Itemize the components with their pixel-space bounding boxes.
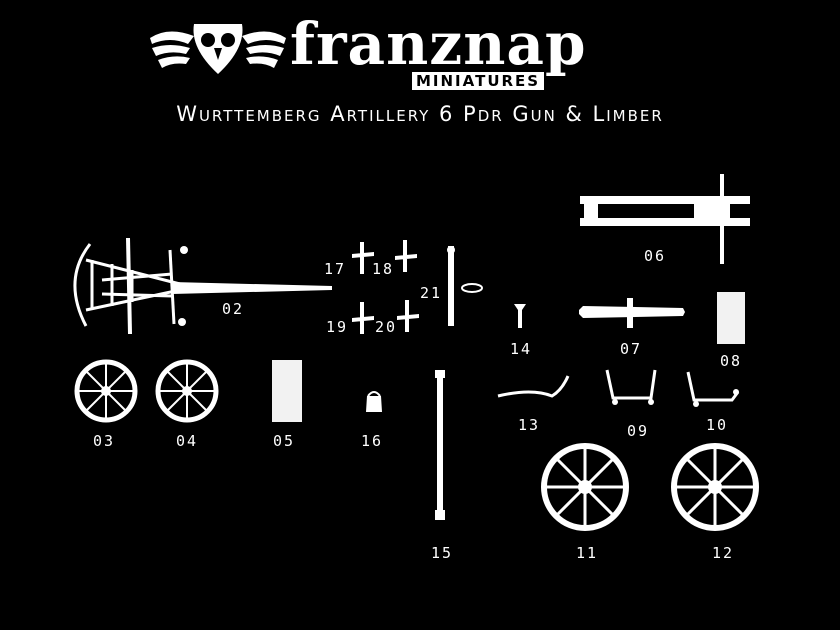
part-12-wheel	[671, 443, 759, 531]
part-07-barrel	[579, 298, 685, 328]
label-06: 06	[644, 247, 667, 265]
label-08: 08	[720, 352, 743, 370]
label-10: 10	[706, 416, 729, 434]
owl-wings-icon	[150, 24, 286, 74]
label-07: 07	[620, 340, 643, 358]
part-02-carriage	[73, 237, 332, 335]
part-21	[447, 246, 483, 326]
label-09: 09	[627, 422, 650, 440]
part-20	[397, 300, 419, 332]
part-19	[352, 302, 374, 334]
label-13: 13	[518, 416, 541, 434]
label-20: 20	[375, 318, 398, 336]
label-11: 11	[576, 544, 599, 562]
label-16: 16	[361, 432, 384, 450]
part-13	[497, 375, 570, 398]
part-14	[514, 304, 526, 328]
part-15-pole	[435, 370, 445, 520]
label-04: 04	[176, 432, 199, 450]
part-11-wheel	[541, 443, 629, 531]
label-17: 17	[324, 260, 347, 278]
label-18: 18	[372, 260, 395, 278]
part-05-panel	[272, 360, 302, 422]
label-14: 14	[510, 340, 533, 358]
part-03-wheel	[74, 359, 138, 423]
part-18	[395, 240, 417, 272]
part-17	[352, 242, 374, 274]
label-03: 03	[93, 432, 116, 450]
part-10	[686, 371, 740, 407]
label-15: 15	[431, 544, 454, 562]
part-16-bucket	[366, 391, 382, 412]
label-12: 12	[712, 544, 735, 562]
part-08-panel	[717, 292, 745, 344]
brand-subname: MINIATURES	[412, 72, 545, 90]
part-06-limber-frame	[580, 174, 750, 264]
brand-name: franznap	[290, 10, 587, 78]
part-04-wheel	[155, 359, 219, 423]
label-21: 21	[420, 284, 443, 302]
label-02: 02	[222, 300, 245, 318]
page-title: Wurttemberg Artillery 6 Pdr Gun & Limber	[176, 102, 664, 126]
part-09	[605, 369, 657, 405]
label-19: 19	[326, 318, 349, 336]
label-05: 05	[273, 432, 296, 450]
